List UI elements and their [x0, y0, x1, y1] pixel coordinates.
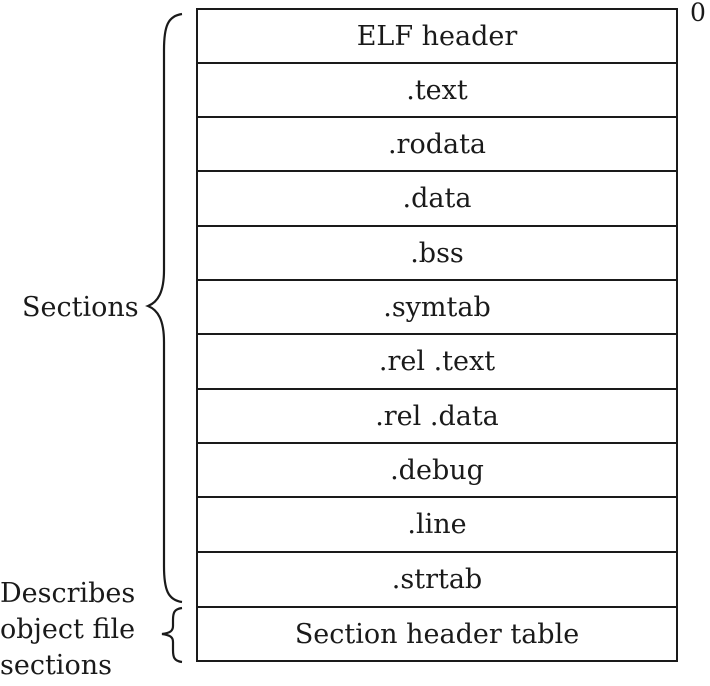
describes-line-1: Describes — [0, 578, 136, 609]
row-symtab: .symtab — [196, 279, 678, 335]
offset-zero-label: 0 — [690, 0, 706, 27]
describes-brace — [161, 606, 183, 664]
sections-label: Sections — [22, 292, 139, 323]
row-bss: .bss — [196, 225, 678, 281]
row-data: .data — [196, 170, 678, 227]
row-strtab: .strtab — [196, 551, 678, 608]
describes-label: Describes object file sections — [0, 576, 160, 684]
describes-line-2: object file — [0, 614, 136, 645]
row-section-header-table: Section header table — [196, 606, 678, 662]
sections-brace — [145, 12, 183, 604]
describes-line-3: sections — [0, 650, 112, 681]
row-line: .line — [196, 496, 678, 553]
